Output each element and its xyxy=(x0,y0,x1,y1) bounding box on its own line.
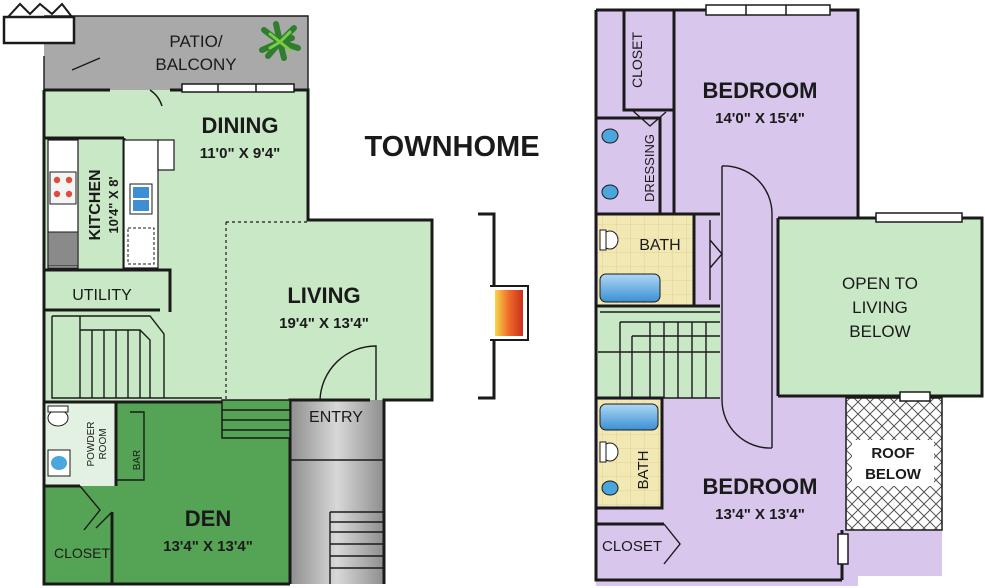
window-icon xyxy=(705,4,963,565)
dining-label: DINING xyxy=(202,113,279,138)
fridge-icon xyxy=(47,231,79,267)
stairs-icon xyxy=(221,399,291,439)
upper-closet-label: CLOSET xyxy=(629,32,645,88)
bathtub-icon xyxy=(599,403,659,431)
fireplace-icon xyxy=(490,285,529,341)
bar-label: BAR xyxy=(132,450,143,471)
bath2-label: BATH xyxy=(635,451,652,490)
utility-label: UTILITY xyxy=(72,287,132,304)
open-to-living-line2: LIVING xyxy=(852,298,908,317)
roof-below-line2: BELOW xyxy=(865,466,922,483)
toilet-icon xyxy=(599,441,619,463)
powder-room-label-line1: POWDER xyxy=(86,422,97,467)
powder-room-label-line2: ROOM xyxy=(98,428,109,459)
den-size: 13'4" X 13'4" xyxy=(163,538,253,555)
chimney-icon xyxy=(2,2,76,45)
entry-stairs xyxy=(290,400,384,584)
kitchen-size: 10'4" X 8' xyxy=(106,176,121,233)
stairs-icon xyxy=(51,315,222,399)
den-label: DEN xyxy=(185,506,231,531)
living-size: 19'4" X 13'4" xyxy=(279,315,369,332)
stove-icon xyxy=(49,171,77,205)
sink-icon xyxy=(601,128,619,200)
hallway-curve xyxy=(721,165,773,449)
bedroom2-size: 13'4" X 13'4" xyxy=(715,506,805,523)
toilet-icon xyxy=(599,229,619,251)
roof-below-label: ROOF BELOW xyxy=(852,440,934,486)
kitchen-label: KITCHEN xyxy=(87,169,104,240)
dressing-label: DRESSING xyxy=(642,134,657,202)
living-label: LIVING xyxy=(287,283,360,308)
bedroom1-size: 14'0" X 15'4" xyxy=(715,110,805,127)
toilet-icon xyxy=(47,405,69,427)
patio-label-line1: PATIO/ xyxy=(169,32,222,51)
dishwasher-icon xyxy=(127,227,155,265)
sink-icon xyxy=(129,183,153,215)
open-to-living-area xyxy=(778,218,982,396)
stairs-icon xyxy=(598,311,720,399)
door-swing-icon xyxy=(319,345,377,401)
entry-label: ENTRY xyxy=(309,409,363,426)
sink-icon xyxy=(601,480,619,496)
window-icon xyxy=(181,83,295,93)
plant-icon xyxy=(259,21,301,61)
patio-label-line2: BALCONY xyxy=(155,55,236,74)
den-closet-label: CLOSET xyxy=(54,545,110,561)
page-title: TOWNHOME xyxy=(364,131,539,163)
open-to-living-line3: BELOW xyxy=(849,322,910,341)
bedroom1-label: BEDROOM xyxy=(703,78,818,103)
first-floor-plan xyxy=(2,2,529,586)
bath1-label: BATH xyxy=(639,237,680,254)
sink-icon xyxy=(47,449,71,477)
dining-size: 11'0" X 9'4" xyxy=(200,145,281,162)
lower-closet-label: CLOSET xyxy=(602,538,662,555)
open-to-living-line1: OPEN TO xyxy=(842,274,918,293)
bathtub-icon xyxy=(599,273,661,303)
roof-below-line1: ROOF xyxy=(871,445,914,462)
bedroom2-label: BEDROOM xyxy=(703,474,818,499)
